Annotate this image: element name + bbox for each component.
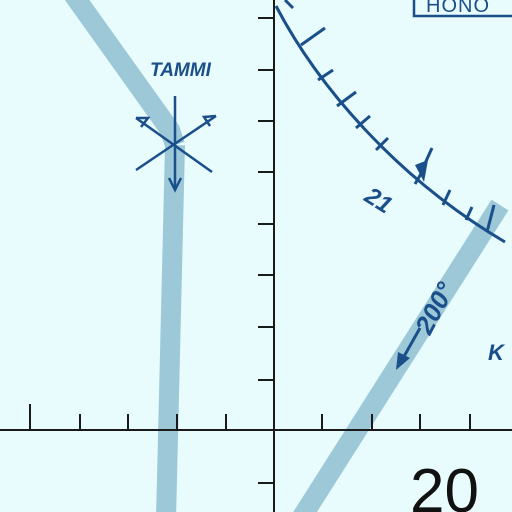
radial-arrow-head — [396, 352, 410, 370]
compass-pointer-head — [415, 160, 428, 182]
station-box-label: HONO — [426, 0, 490, 17]
compass-tick — [283, 0, 295, 10]
fix-arrow-nw — [136, 116, 151, 128]
compass-tick — [485, 204, 496, 233]
compass-tick — [336, 90, 357, 108]
fix-name-label: TAMMI — [150, 60, 212, 81]
airway-northwest-segment — [64, 0, 185, 149]
compass-rose — [274, 0, 506, 244]
partial-identifier-label: K — [488, 340, 506, 365]
compass-tick — [300, 26, 326, 47]
fix-arrow-s — [167, 177, 183, 193]
compass-tick — [441, 189, 452, 206]
compass-rose-arc — [274, 5, 506, 244]
compass-tick — [374, 136, 390, 152]
fix-tammi-symbol — [135, 96, 217, 193]
compass-tick — [464, 206, 474, 221]
fix-arrow-ne — [201, 114, 217, 127]
station-box — [412, 0, 512, 18]
compass-pointer — [415, 147, 434, 182]
radial-arrow-shaft — [400, 327, 422, 361]
airway-south-from-tammi — [156, 144, 185, 512]
large-number-label: 20 — [410, 457, 479, 512]
radial-arrow — [396, 327, 422, 370]
compass-tick — [317, 68, 334, 82]
compass-tick — [355, 114, 371, 130]
